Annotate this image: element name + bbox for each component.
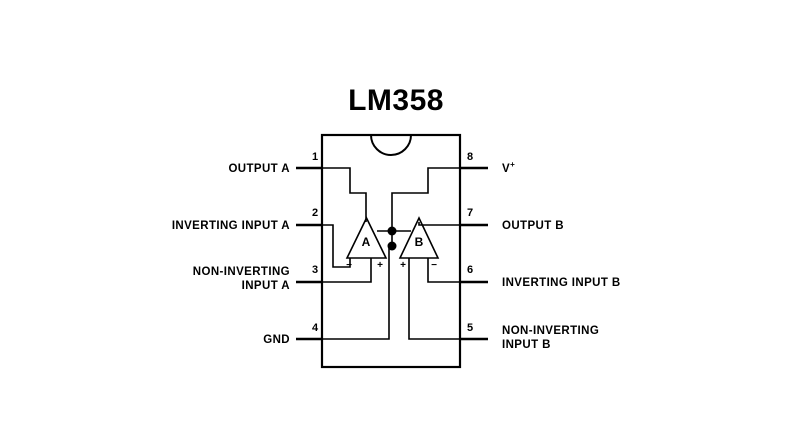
pin-label-output-b: OUTPUT B bbox=[502, 220, 564, 232]
pin-number-5: 5 bbox=[467, 322, 473, 334]
pin-label-inverting-input-a: INVERTING INPUT A bbox=[172, 220, 290, 232]
pin-number-3: 3 bbox=[312, 264, 318, 276]
opamp-a-symbol bbox=[345, 216, 388, 259]
wire-inverting-a bbox=[322, 224, 351, 268]
opamp-b-minus: − bbox=[431, 260, 437, 271]
wire-inverting-b bbox=[427, 258, 460, 283]
pin-number-2: 2 bbox=[312, 207, 318, 219]
pin-number-1: 1 bbox=[312, 151, 318, 163]
pin-number-6: 6 bbox=[467, 264, 473, 276]
pin-label-gnd: GND bbox=[263, 334, 290, 346]
wire-noninverting-a bbox=[322, 258, 372, 283]
wire-output-a bbox=[322, 167, 367, 222]
wire-noninverting-b bbox=[408, 258, 460, 340]
opamp-b-plus: + bbox=[400, 260, 406, 271]
opamp-b-label: B bbox=[415, 235, 424, 249]
pin-label-output-a: OUTPUT A bbox=[228, 163, 290, 175]
wire-output-b bbox=[418, 222, 460, 226]
chip-title: LM358 bbox=[348, 84, 444, 117]
opamp-a-label: A bbox=[362, 235, 371, 249]
pin-label-noninverting-b-line1: NON-INVERTING bbox=[502, 325, 599, 337]
wire-vplus bbox=[391, 167, 460, 246]
pin-label-noninverting-a-line1: NON-INVERTING bbox=[193, 266, 290, 278]
junction-vplus bbox=[387, 226, 397, 236]
pin-label-noninverting-b-line2: INPUT B bbox=[502, 339, 551, 351]
ic-package bbox=[320, 133, 462, 369]
pin-label-vplus: V+ bbox=[502, 160, 515, 175]
pin-number-8: 8 bbox=[467, 151, 473, 163]
junction-gnd bbox=[387, 241, 397, 251]
pin-number-7: 7 bbox=[467, 207, 473, 219]
opamp-a-plus: + bbox=[377, 260, 383, 271]
pin-label-noninverting-a-line2: INPUT A bbox=[242, 280, 290, 292]
opamp-a-minus: − bbox=[346, 260, 352, 271]
package-notch bbox=[370, 134, 412, 156]
pin-label-vplus-sup: + bbox=[510, 160, 515, 169]
opamp-b-symbol bbox=[398, 216, 440, 259]
pin-label-inverting-input-b: INVERTING INPUT B bbox=[502, 277, 621, 289]
pin-number-4: 4 bbox=[312, 322, 319, 334]
